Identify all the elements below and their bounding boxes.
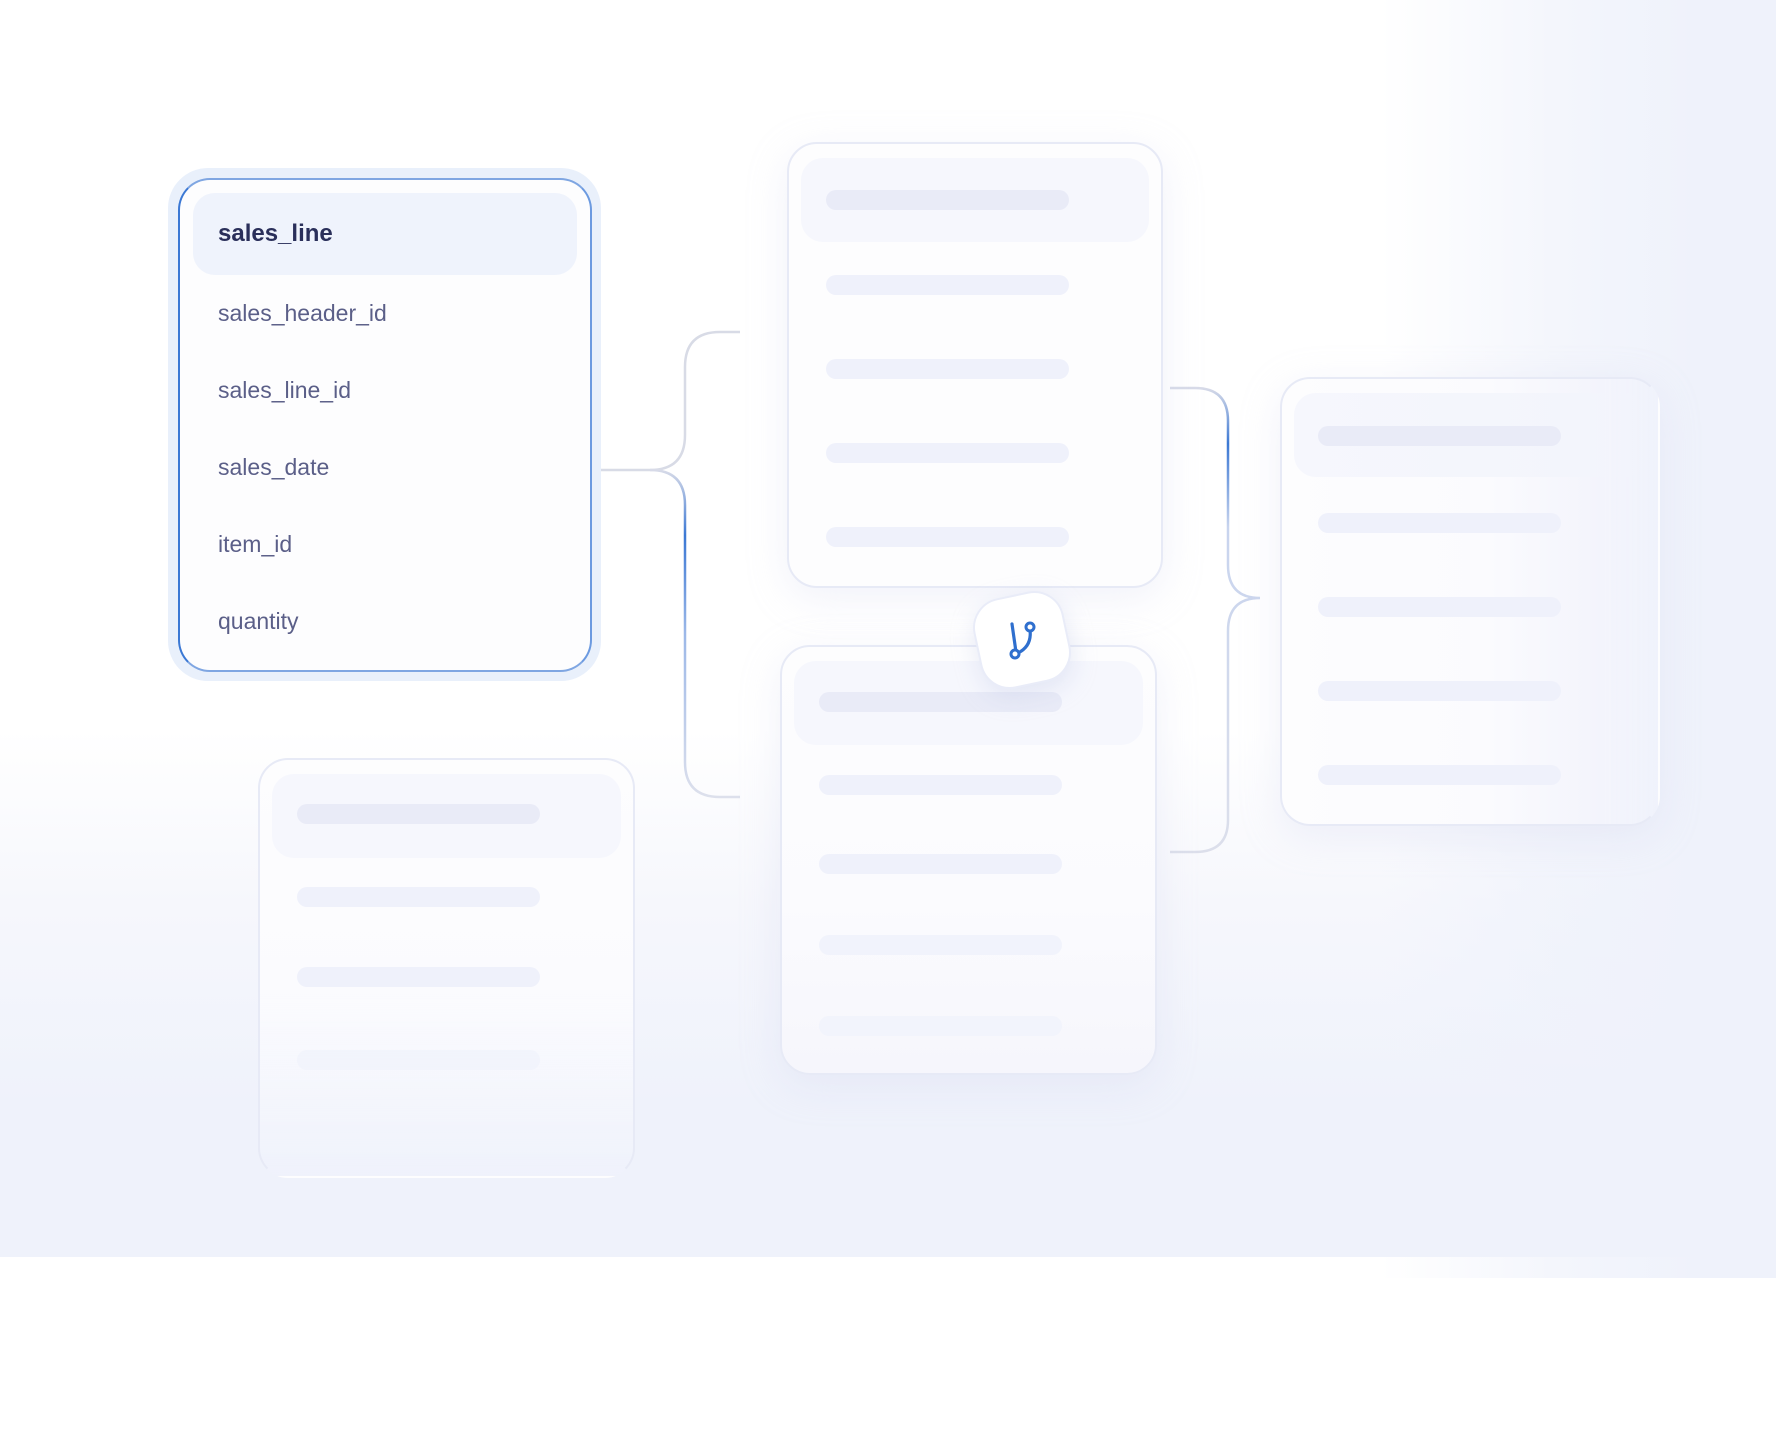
skeleton-bar: [819, 692, 1062, 712]
skeleton-bar: [1318, 597, 1561, 617]
table-header[interactable]: [193, 193, 577, 275]
placeholder-table-bottom-left[interactable]: [258, 758, 635, 1178]
field-row[interactable]: quantity: [218, 608, 299, 634]
field-row[interactable]: sales_date: [218, 454, 330, 480]
skeleton-bar: [1318, 681, 1561, 701]
skeleton-bar: [1318, 426, 1561, 446]
skeleton-bar: [826, 443, 1069, 463]
skeleton-bar: [297, 967, 540, 987]
skeleton-bar: [826, 359, 1069, 379]
skeleton-bar: [826, 275, 1069, 295]
skeleton-bar: [297, 1050, 540, 1070]
placeholder-table-right[interactable]: [1280, 377, 1660, 826]
skeleton-bar: [826, 527, 1069, 547]
skeleton-bar: [819, 1016, 1062, 1036]
skeleton-bar: [1318, 513, 1561, 533]
join-badge[interactable]: [967, 585, 1077, 695]
field-row[interactable]: sales_line_id: [218, 377, 351, 403]
git-branch-icon: [1009, 621, 1036, 660]
placeholder-table-top-middle[interactable]: [787, 142, 1163, 588]
skeleton-bar: [297, 804, 540, 824]
field-row[interactable]: item_id: [218, 531, 293, 557]
skeleton-bar: [819, 935, 1062, 955]
skeleton-bar: [297, 887, 540, 907]
skeleton-bar: [819, 854, 1062, 874]
skeleton-bar: [1318, 765, 1561, 785]
table-card-sales-line[interactable]: sales_line sales_header_id sales_line_id…: [178, 178, 592, 672]
placeholder-table-bottom-middle[interactable]: [780, 645, 1157, 1075]
table-name: sales_line: [218, 220, 333, 247]
skeleton-bar: [826, 190, 1069, 210]
skeleton-bar: [819, 775, 1062, 795]
field-row[interactable]: sales_header_id: [218, 300, 387, 326]
